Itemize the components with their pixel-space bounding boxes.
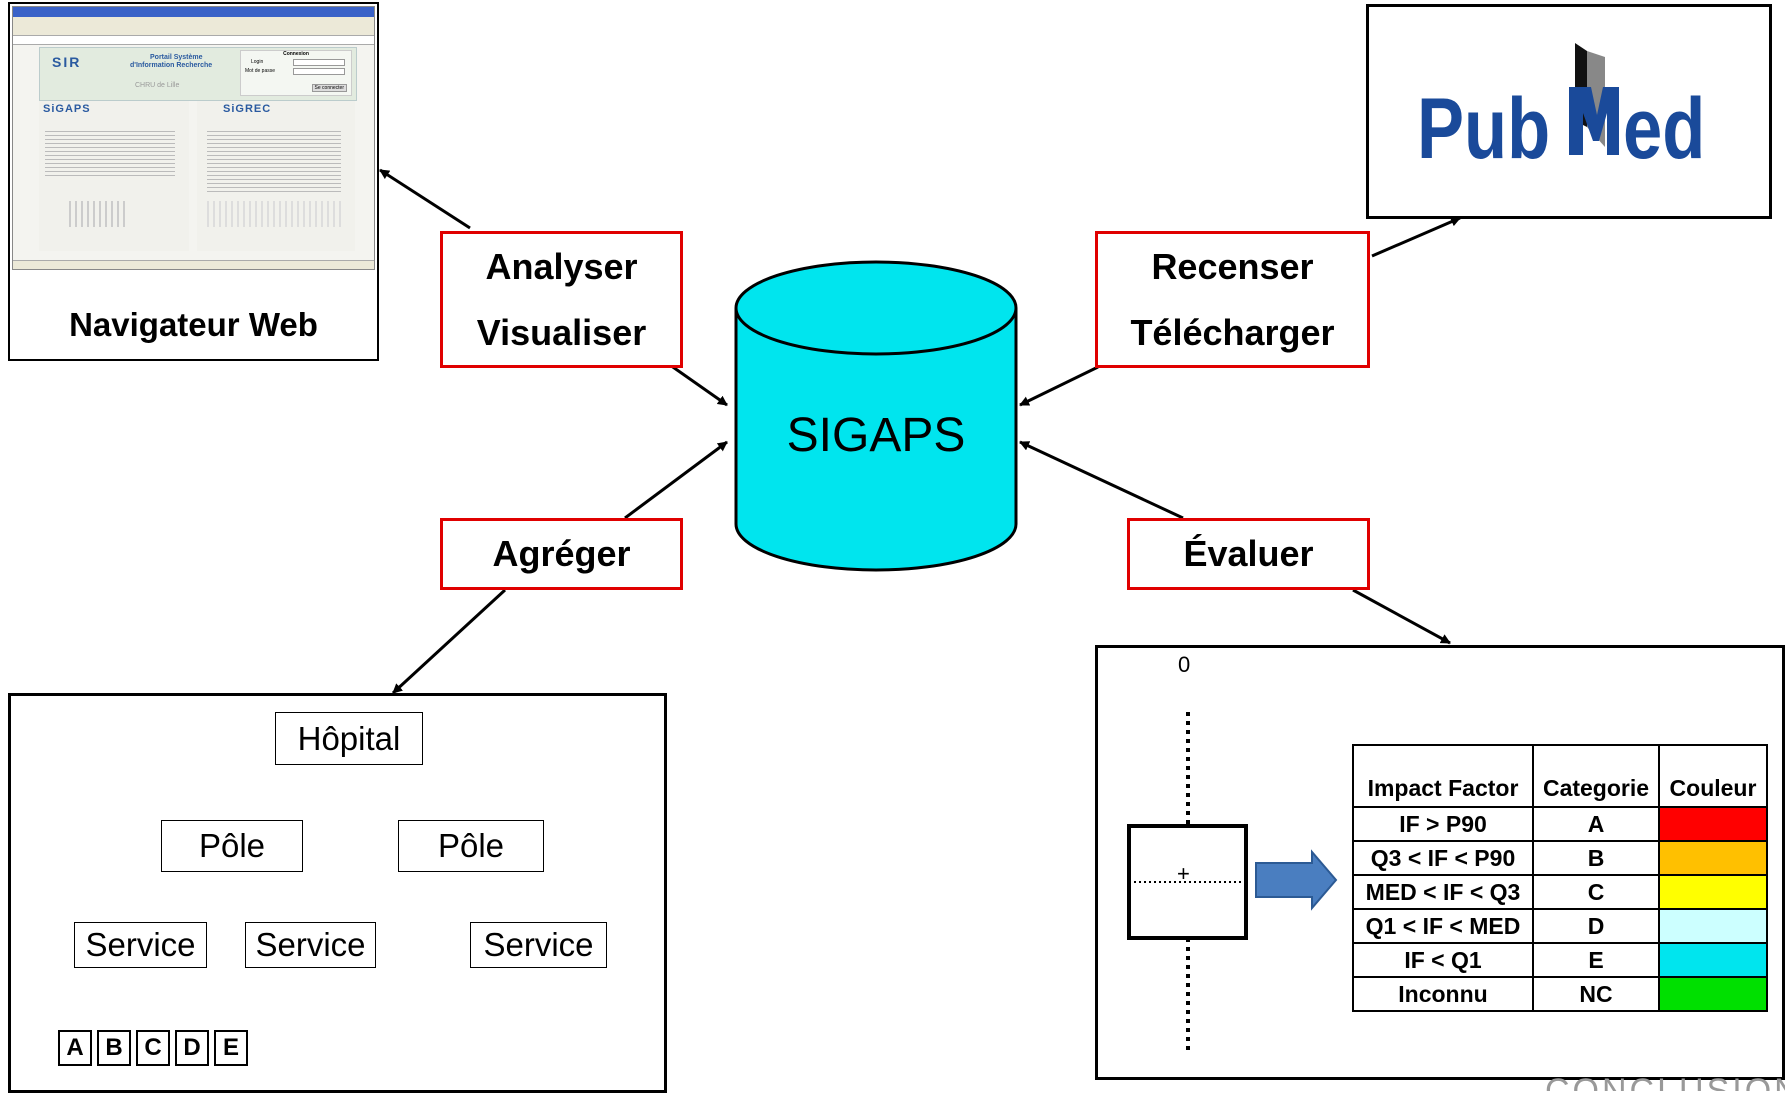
row-range: MED < IF < Q3 [1352, 874, 1534, 910]
right-arrow-icon [1255, 849, 1338, 911]
row-category: B [1532, 840, 1660, 876]
leaf-e: E [214, 1030, 248, 1066]
leaf-c: C [136, 1030, 170, 1066]
arrow-to-evaluation [1352, 588, 1451, 645]
recenser-label: Recenser [1151, 245, 1314, 287]
sigaps-label: SIGAPS [786, 409, 966, 462]
pubmed-logo-pub: Pub [1417, 81, 1551, 177]
arrow-recenser-to-sigaps [1019, 365, 1099, 407]
telecharger-label: Télécharger [1130, 311, 1335, 353]
boxplot-mean-marker: + [1177, 861, 1190, 886]
header-couleur: Couleur [1658, 744, 1768, 808]
row-range: Q1 < IF < MED [1352, 908, 1534, 944]
sigaps-logo: SiGAPS [43, 103, 91, 115]
table-header-row: Impact Factor Categorie Couleur [1352, 744, 1768, 808]
pubmed-logo-ed: ed [1623, 81, 1706, 177]
header-impact-factor: Impact Factor [1352, 744, 1534, 808]
leaf-d: D [175, 1030, 209, 1066]
password-input[interactable] [293, 68, 345, 75]
pole-node-1: Pôle [161, 820, 303, 872]
row-category: A [1532, 806, 1660, 842]
sigaps-database-icon [734, 260, 1018, 572]
agreger-box: Agréger [440, 518, 683, 590]
login-box: Connexion Login Mot de passe Se connecte… [240, 50, 352, 96]
service-node-2: Service [245, 922, 376, 968]
pubmed-book-icon: M [1565, 43, 1625, 179]
table-row: Inconnu NC [1352, 976, 1768, 1012]
sigrec-logo: SiGREC [223, 103, 272, 115]
row-color-swatch [1658, 976, 1768, 1012]
table-row: IF < Q1 E [1352, 942, 1768, 978]
row-category: D [1532, 908, 1660, 944]
table-row: Q3 < IF < P90 B [1352, 840, 1768, 876]
arrow-evaluer-to-sigaps [1019, 440, 1184, 520]
footer-conclusion-text: CONCLUSION [1545, 1076, 1785, 1091]
login-input[interactable] [293, 59, 345, 66]
evaluer-label: Évaluer [1183, 533, 1314, 574]
row-category: NC [1532, 976, 1660, 1012]
browser-screenshot: SIR Portail Système d'Information Recher… [12, 6, 375, 270]
row-color-swatch [1658, 942, 1768, 978]
arrow-agreger-to-sigaps [624, 440, 728, 520]
portal-title-1: Portail Système [150, 54, 203, 61]
pubmed-logo: Pub M ed [1417, 43, 1724, 179]
row-color-swatch [1658, 806, 1768, 842]
impact-factor-table: Impact Factor Categorie Couleur IF > P90… [1352, 744, 1768, 1012]
row-range: Q3 < IF < P90 [1352, 840, 1534, 876]
login-label: Login [251, 59, 264, 65]
login-header: Connexion [283, 51, 309, 57]
boxplot-graphic [1127, 712, 1338, 1052]
table-row: Q1 < IF < MED D [1352, 908, 1768, 944]
browser-caption: Navigateur Web [69, 306, 318, 343]
header-categorie: Categorie [1532, 744, 1660, 808]
leaf-a: A [58, 1030, 92, 1066]
row-category: E [1532, 942, 1660, 978]
chru-label: CHRU de Lille [135, 82, 180, 89]
arrow-to-pubmed [1371, 216, 1461, 258]
table-row: MED < IF < Q3 C [1352, 874, 1768, 910]
arrow-analyser-to-sigaps [669, 363, 728, 407]
visualiser-label: Visualiser [476, 311, 647, 353]
row-range: IF < Q1 [1352, 942, 1534, 978]
row-color-swatch [1658, 840, 1768, 876]
portal-title-2: d'Information Recherche [130, 62, 213, 69]
row-range: IF > P90 [1352, 806, 1534, 842]
analyser-visualiser-box: Analyser Visualiser [440, 231, 683, 368]
hospital-node: Hôpital [275, 712, 423, 765]
browser-panel: SIR Portail Système d'Information Recher… [8, 2, 379, 361]
analyser-label: Analyser [485, 245, 638, 287]
row-category: C [1532, 874, 1660, 910]
table-row: IF > P90 A [1352, 806, 1768, 842]
agreger-label: Agréger [492, 533, 631, 574]
service-node-3: Service [470, 922, 607, 968]
axis-zero-label: 0 [1178, 652, 1191, 677]
pubmed-panel: Pub M ed [1366, 4, 1772, 219]
sir-logo: SIR [52, 54, 82, 70]
arrow-to-browser [379, 168, 471, 230]
leaf-b: B [97, 1030, 131, 1066]
row-color-swatch [1658, 874, 1768, 910]
pole-node-2: Pôle [398, 820, 544, 872]
evaluer-box: Évaluer [1127, 518, 1370, 590]
connect-button[interactable]: Se connecter [311, 84, 347, 92]
service-node-1: Service [74, 922, 207, 968]
arrow-to-org-chart [391, 588, 507, 695]
recenser-telecharger-box: Recenser Télécharger [1095, 231, 1370, 368]
row-range: Inconnu [1352, 976, 1534, 1012]
row-color-swatch [1658, 908, 1768, 944]
password-label: Mot de passe [245, 68, 276, 74]
